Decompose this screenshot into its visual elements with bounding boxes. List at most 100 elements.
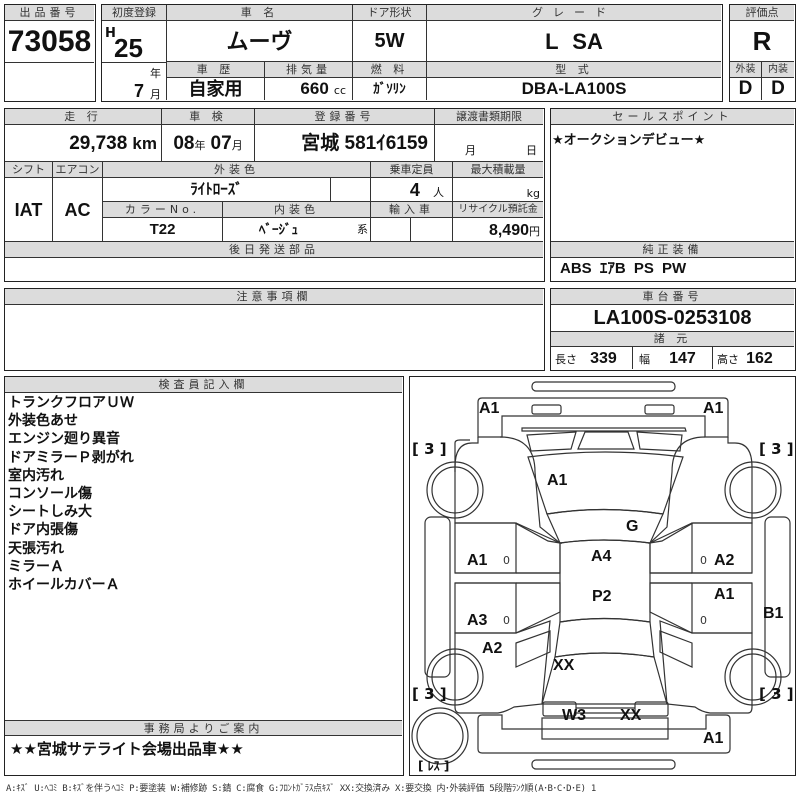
recycle-header: リサイクル預託金	[453, 202, 543, 218]
later-parts-value	[5, 258, 543, 280]
interior-grade-header: 内装	[762, 62, 794, 78]
inspection-year: 08	[173, 133, 195, 154]
door-value: 5W	[353, 21, 427, 62]
damage-diagram: 0 0 0 0 A1 A1 A1 G A4 A1 A2 P2 A1 B1 A3 …	[409, 376, 796, 776]
car-outline-icon: 0 0 0 0	[411, 381, 791, 770]
inspector-line: ドアミラーＰ剥がれ	[8, 449, 134, 466]
car-name-header: 車 名	[167, 5, 353, 21]
inspector-lines: トランクフロアＵＷ 外装色あせ エンジン廻り異音 ドアミラーＰ剥がれ 室内汚れ …	[8, 394, 134, 594]
damage-legend: A:ｷｽﾞ U:ﾍｺﾐ B:ｷｽﾞを伴うﾍｺﾐ P:要塗装 W:補修跡 S:錆 …	[6, 784, 596, 794]
aircon-header: エアコン	[53, 162, 103, 178]
equipment-header: 純正装備	[551, 242, 794, 258]
shift-header: シフト	[5, 162, 53, 178]
vehicle-info-table: 初度登録 車 名 ドア形状 グレード H 25 年 7 月 ムーヴ 5W L S…	[101, 4, 723, 102]
import-value-a	[371, 218, 411, 242]
length-label: 長さ	[555, 353, 577, 366]
ext-color-header: 外装色	[103, 162, 371, 178]
deadline-day-unit: 日	[526, 144, 537, 157]
import-header: 輸入車	[371, 202, 453, 218]
aircon-value: AC	[53, 178, 103, 242]
inspector-line: シートしみ大	[8, 504, 92, 521]
capacity-value: 4 人	[371, 178, 453, 202]
damage-left-front-door: A1	[467, 552, 488, 569]
notes-header: 注意事項欄	[5, 289, 543, 305]
reg-month: 7	[133, 81, 144, 100]
ext-color-extra	[331, 178, 371, 202]
damage-rear-roof: P2	[592, 588, 612, 605]
transfer-deadline-header: 譲渡書類期限	[435, 109, 543, 125]
mileage-header: 走 行	[5, 109, 162, 125]
sales-point-box: セールスポイント ★オークションデビュー★ 純正装備 ABS ｴｱB PS PW	[550, 108, 796, 282]
length-value: 339	[590, 350, 617, 367]
inspection-header: 車 検	[162, 109, 255, 125]
damage-roof: A4	[591, 548, 612, 565]
notes-value	[5, 305, 543, 369]
inspector-line: ホイールカバーＡ	[8, 577, 120, 594]
deadline-month-unit: 月	[465, 144, 476, 157]
lot-number-value: 73058	[5, 21, 94, 63]
spec-height: 高さ 162	[713, 347, 794, 369]
displacement-value: 660 cc	[265, 78, 353, 100]
svg-text:0: 0	[503, 554, 510, 567]
tire-front-left: [ 3 ]	[412, 440, 447, 458]
reg-year: 25	[114, 33, 143, 63]
inspector-line: 外装色あせ	[8, 413, 78, 430]
damage-rear-bumper-right: XX	[620, 707, 642, 724]
chassis-value: LA100S-0253108	[551, 305, 794, 332]
first-registration-value: H 25 年 7 月	[102, 21, 167, 100]
inspector-line: ミラーＡ	[8, 558, 64, 575]
inspection-year-unit: 年	[194, 139, 206, 152]
exterior-grade-value: D	[730, 78, 762, 100]
score-box: 評価点 R 外装 内装 D D	[729, 4, 796, 102]
displacement-header: 排気量	[265, 62, 353, 78]
tire-front-right: [ 3 ]	[759, 440, 794, 458]
office-header: 事務局よりご案内	[5, 720, 402, 736]
width-value: 147	[669, 350, 696, 367]
office-value: ★★宮城サテライト会場出品車★★	[10, 740, 244, 758]
grade-header: グレード	[427, 5, 721, 21]
sales-point-value: ★オークションデビュー★	[551, 125, 794, 242]
damage-left-rear-door: A3	[467, 612, 488, 629]
fuel-value: ｶﾞｿﾘﾝ	[353, 78, 427, 100]
exterior-grade-header: 外装	[730, 62, 762, 78]
mileage-value: 29,738 km	[5, 125, 162, 162]
mileage-unit: km	[132, 134, 157, 153]
mileage-number: 29,738	[69, 133, 128, 154]
recycle-value: 8,490円	[453, 218, 543, 242]
tire-rear-left: [ 3 ]	[412, 685, 447, 703]
damage-front-left: A1	[479, 400, 500, 417]
int-color-suffix: 系	[357, 223, 368, 236]
damage-front-right: A1	[703, 400, 724, 417]
lot-number-box: 出品番号 73058	[4, 4, 96, 102]
spec-width: 幅 147	[633, 347, 713, 369]
interior-grade-value: D	[771, 78, 785, 99]
int-color-text: ﾍﾞｰｼﾞｭ	[259, 222, 298, 237]
height-label: 高さ	[717, 353, 739, 366]
inspector-line: ドア内張傷	[8, 522, 78, 539]
inspection-month: 07	[210, 133, 232, 154]
damage-left-rear-fender: A2	[482, 640, 503, 657]
history-header: 車 歴	[167, 62, 265, 78]
door-header: ドア形状	[353, 5, 427, 21]
inspection-month-unit: 月	[231, 139, 243, 152]
divider	[102, 62, 167, 63]
max-load-unit: kg	[526, 187, 540, 200]
tire-rear-right: [ 3 ]	[759, 685, 794, 703]
reg-month-unit: 月	[150, 88, 161, 100]
detail-table: 走 行 車 検 登録番号 譲渡書類期限 29,738 km 08年 07月 宮城…	[4, 108, 545, 282]
svg-text:0: 0	[700, 554, 707, 567]
damage-right-rear-door: A1	[714, 586, 735, 603]
recycle-unit: 円	[529, 225, 540, 238]
history-value: 自家用	[167, 78, 265, 100]
transfer-deadline-value: 月 日	[435, 125, 543, 162]
svg-text:0: 0	[503, 614, 510, 627]
max-load-value: kg	[453, 178, 543, 202]
damage-right-rocker: B1	[763, 605, 784, 622]
damage-right-front-door: A2	[714, 552, 735, 569]
specs-header: 諸 元	[551, 332, 794, 347]
capacity-header: 乗車定員	[371, 162, 453, 178]
plate-header: 登録番号	[255, 109, 435, 125]
color-no-value: T22	[103, 218, 223, 242]
equipment-value: ABS ｴｱB PS PW	[560, 260, 687, 277]
capacity-unit: 人	[433, 186, 444, 199]
